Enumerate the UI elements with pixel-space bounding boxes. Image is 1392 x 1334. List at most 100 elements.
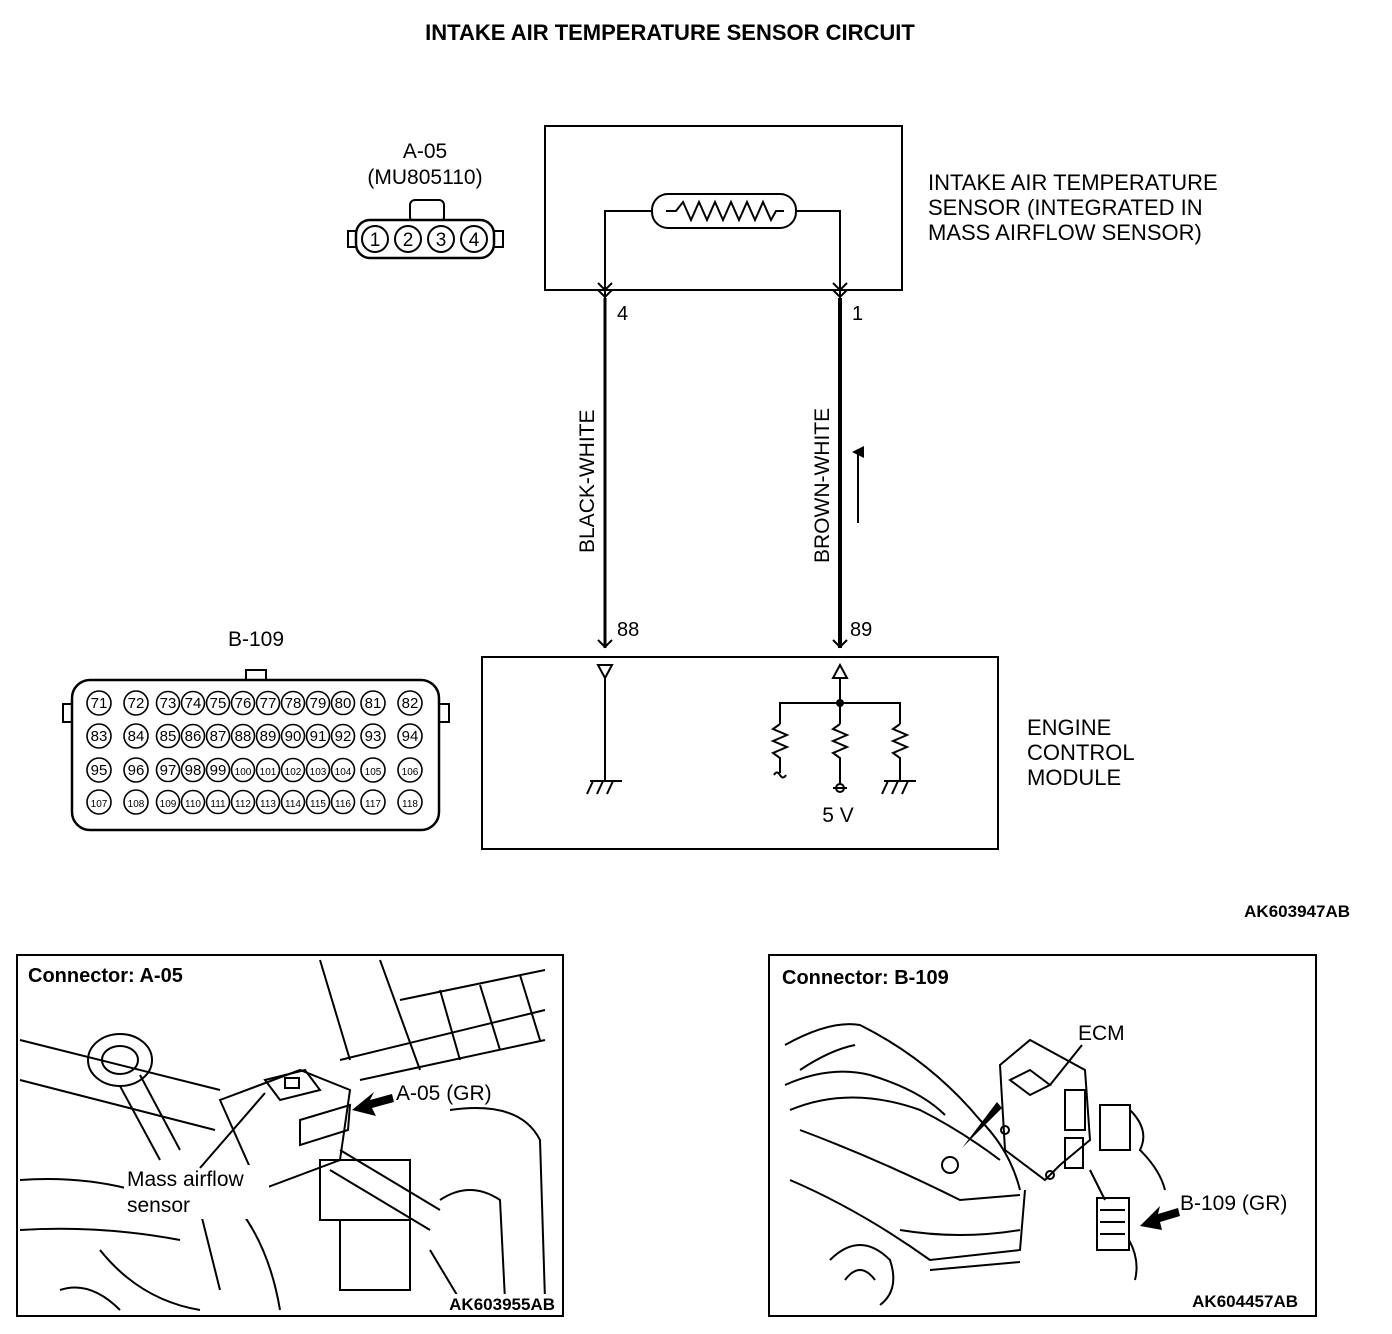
connector-b109-pin [180,690,206,716]
connector-b109-pin [360,690,386,716]
connector-b109-pin-label: 76 [235,695,252,712]
connector-b109-pin-label: 105 [365,767,382,778]
connector-b109-pin-label: 96 [128,762,145,779]
connector-b109-pin-label: 90 [285,728,302,745]
connector-b109-pin [330,789,356,815]
connector-b109-pin-label: 102 [285,767,302,778]
diagram-title: INTAKE AIR TEMPERATURE SENSOR CIRCUIT [425,20,915,45]
sensor-label-line: INTAKE AIR TEMPERATURE [928,170,1218,195]
connector-b109-pin [280,789,306,815]
connector-b109-pin-label: 95 [91,762,108,779]
connector-b109-pin-label: 81 [365,695,382,712]
connector-a05-pin [427,225,455,253]
connector-b109-pin [180,723,206,749]
connector-b109-pin-label: 103 [310,767,327,778]
connector-b109-pin [155,789,181,815]
photo-a05-code: AK603955AB [449,1295,555,1314]
connector-b109-pin [397,723,423,749]
ground-symbol [586,780,622,795]
ecm-label-line: CONTROL [1027,740,1134,765]
connector-b109-pin [397,690,423,716]
connector-b109-pin-label: 109 [160,799,177,810]
connector-b109-pin [305,757,331,783]
connector-b109-pin-label: 99 [210,762,227,779]
connector-b109-pin [255,690,281,716]
connector-b109-pin-label: 88 [235,728,252,745]
connector-a05-pin [361,225,389,253]
connector-b109-pin-label: 71 [91,695,108,712]
connector-b109-pin-label: 84 [128,728,145,745]
photo-a05-label: Mass airflow sensor [127,1168,250,1217]
wire-color-right: BROWN-WHITE [811,408,834,563]
connector-b109-pin [123,723,149,749]
connector-b109-pin-label: 79 [310,695,327,712]
wiring: BLACK-WHITE BROWN-WHITE [576,298,864,649]
connector-b109-pin-label: 93 [365,728,382,745]
connector-b109-pin [360,789,386,815]
photo-a05-label-line: sensor [127,1194,190,1217]
connector-b109-pin [280,757,306,783]
connector-b109-pin [86,789,112,815]
connector-b109-pin [230,690,256,716]
connector-b109-pin-label: 89 [260,728,277,745]
sensor-pin-left: 4 [617,303,628,325]
connector-b109-pin-label: 92 [335,728,352,745]
connector-b109-pin [330,723,356,749]
photo-b109-title: Connector: B-109 [782,967,949,989]
connector-b109-pin [305,723,331,749]
connector-b109-pin-label: 113 [260,799,276,810]
connector-b109-pin [330,690,356,716]
connector-b109-pin-label: 83 [91,728,108,745]
connector-b109-pin [255,789,281,815]
connector-b109-pin-label: 91 [310,728,327,745]
ecm-label-line: ENGINE [1027,715,1111,740]
connector-b109-pin [305,690,331,716]
photo-b109-callout: B-109 (GR) [1180,1192,1287,1215]
vehicle-illustration [784,1023,1166,1306]
ecm-label-line: MODULE [1027,765,1121,790]
connector-b109-pin [86,757,112,783]
connector-a05-pin-label: 1 [370,230,381,251]
connector-a05-pin [460,225,488,253]
connector-b109-pin-label: 106 [402,767,419,778]
connector-b109-pin-label: 75 [210,695,227,712]
photo-b109-code: AK604457AB [1192,1292,1298,1311]
connector-b109-pin [155,723,181,749]
wire-color-left: BLACK-WHITE [576,409,599,553]
connector-a05-pin-label: 3 [436,230,447,251]
photo-connector-b109: Connector: B-109 [768,954,1317,1317]
connector-b109-pin [205,690,231,716]
connector-b109-pin [123,690,149,716]
resistor-middle [830,723,850,793]
connector-b109-pin-label: 77 [260,695,277,712]
connector-b109-pin [305,789,331,815]
sensor-label-line: SENSOR (INTEGRATED IN [928,195,1203,220]
photo-a05-callout: A-05 (GR) [396,1082,492,1105]
connector-a05-pin-label: 4 [469,230,480,251]
connector-b109-pin [230,757,256,783]
connector-b109-pin-label: 98 [185,762,202,779]
connector-b109-pin-label: 85 [160,728,177,745]
connector-b109-pin [255,723,281,749]
connector-b109-pin-label: 107 [91,799,108,810]
connector-b109-id: B-109 [228,628,284,651]
callout-arrow [1140,1206,1180,1230]
connector-b109-pin-label: 108 [128,799,145,810]
connector-b109-pin-label: 86 [185,728,202,745]
diagram-code: AK603947AB [1244,902,1350,921]
connector-b109-pin [180,757,206,783]
thermistor-symbol [666,199,784,223]
connector-b109-pin [123,757,149,783]
connector-b109-pin [280,723,306,749]
connector-b109-pin-label: 100 [235,767,252,778]
connector-b109-pin [397,789,423,815]
ecm-pin-right: 89 [850,619,872,641]
intake-air-temperature-sensor: INTAKE AIR TEMPERATURE SENSOR (INTEGRATE… [544,125,1218,325]
connector-a05-id: A-05 [403,140,447,163]
connector-b109-pin-label: 78 [285,695,302,712]
connector-b109-pin-label: 111 [210,799,226,810]
engine-control-module: 88 89 5 V [481,619,1134,850]
